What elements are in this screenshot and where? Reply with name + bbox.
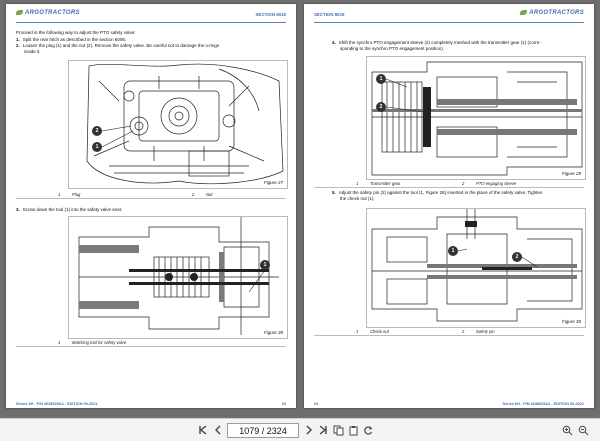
callout-1: 1 [379, 76, 383, 82]
copy-icon[interactable] [331, 423, 345, 438]
step-5-cont: the check nut (1). [340, 196, 375, 201]
figure-30-caption: Figure 30 [561, 319, 581, 324]
brand-logo: ARGOTRACTORS [16, 10, 80, 16]
figure-27-legend: 1 Plug 2 Nut [16, 190, 286, 199]
rotate-icon[interactable] [361, 423, 375, 438]
next-page-icon[interactable] [302, 423, 316, 438]
step-4-cont: sponding to the synchro PTO engagement p… [340, 46, 444, 51]
page-header: SECTION 6019 ARGOTRACTORS [314, 9, 584, 23]
figure-27-drawing [86, 63, 284, 185]
figure-27: 2 1 Figure 27 [68, 60, 288, 189]
last-page-icon[interactable] [316, 423, 330, 438]
first-page-icon[interactable] [196, 423, 210, 438]
left-page: ARGOTRACTORS SECTION 6019 Proceed in the… [6, 4, 296, 408]
callout-2: 2 [515, 254, 519, 260]
step-1: 1.Split the rear hitch as described in t… [16, 37, 127, 42]
figure-30: 1 2 Figure 30 [366, 208, 586, 328]
page-number-input[interactable] [227, 423, 299, 438]
figure-30-drawing [371, 209, 583, 322]
page-header: ARGOTRACTORS SECTION 6019 [16, 9, 286, 23]
clipboard-icon[interactable] [346, 423, 360, 438]
figure-28-drawing [78, 217, 279, 335]
step-2-cont: inside it. [24, 49, 41, 54]
callout-2: 2 [379, 104, 383, 110]
step-4: 4.Shift the synchro PTO engagement sleev… [332, 40, 541, 45]
figure-28: 1 Figure 28 [68, 216, 288, 339]
zoom-in-icon[interactable] [560, 423, 574, 438]
figure-29-drawing [371, 61, 583, 176]
step-2: 2.Loosen the plug (1) and the nut (2). R… [16, 43, 220, 48]
leaf-icon [520, 10, 528, 15]
viewer-toolbar [0, 418, 600, 441]
leaf-icon [16, 10, 23, 15]
figure-29-legend: 1 Transmitter gear 2 PTO engaging sleeve [314, 179, 584, 188]
figure-28-legend: 1 Matching tool for safety valve [16, 338, 286, 347]
figure-29-caption: Figure 29 [561, 171, 581, 176]
section-label: SECTION 6019 [314, 12, 345, 17]
callout-2: 2 [95, 128, 99, 134]
brand-logo: ARGOTRACTORS [520, 10, 584, 16]
callout-1: 1 [451, 248, 455, 254]
right-page: SECTION 6019 ARGOTRACTORS 4.Shift the sy… [304, 4, 594, 408]
figure-28-caption: Figure 28 [263, 330, 283, 335]
callout-1: 1 [263, 262, 267, 268]
section-label: SECTION 6019 [255, 12, 286, 17]
step-3: 3.Screw down the tool (1) into the safet… [16, 207, 123, 212]
figure-29: 1 2 Figure 29 [366, 56, 586, 180]
intro-text: Proceed in the following way to adjust t… [16, 30, 136, 35]
figure-27-caption: Figure 27 [263, 180, 283, 185]
callout-1: 1 [95, 144, 99, 150]
zoom-out-icon[interactable] [576, 423, 590, 438]
figure-30-legend: 1 Check nut 2 Safety pin [314, 327, 584, 336]
step-5: 5.Adjust the safety pin (2) against the … [332, 190, 543, 195]
previous-page-icon[interactable] [211, 423, 225, 438]
